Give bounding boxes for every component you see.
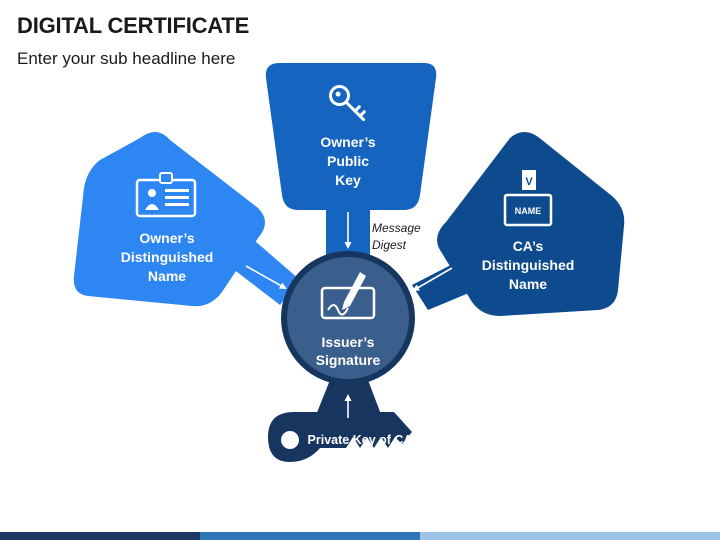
bottom-bar-light	[420, 532, 720, 540]
page-title: DIGITAL CERTIFICATE	[17, 13, 250, 38]
issuers-signature-node: Issuer’s Signature	[281, 251, 415, 385]
cas-distinguished-name-label-1: CA’s	[513, 238, 544, 254]
owners-distinguished-name-shape	[73, 131, 266, 307]
left-arrow	[245, 265, 287, 289]
page-subtitle: Enter your sub headline here	[17, 49, 236, 68]
name-badge-letter: V	[525, 176, 533, 188]
issuers-signature-label-1: Issuer’s	[322, 334, 375, 350]
owners-distinguished-name-node: Owner’s Distinguished Name	[73, 131, 266, 307]
owners-public-key-label-3: Key	[335, 172, 361, 188]
owners-public-key-label-1: Owner’s	[320, 134, 375, 150]
name-badge-icon: V NAME	[503, 170, 553, 227]
private-key-hole	[281, 431, 299, 449]
owners-public-key-node: Owner’s Public Key	[265, 63, 437, 210]
message-digest-label-2: Digest	[372, 238, 407, 252]
message-digest-label-1: Message	[372, 221, 421, 235]
owners-public-key-label-2: Public	[327, 153, 369, 169]
owners-distinguished-name-label-2: Distinguished	[121, 249, 214, 265]
signature-tablet-icon	[320, 272, 376, 320]
name-badge-text: NAME	[515, 206, 542, 216]
key-icon	[329, 85, 366, 122]
cas-distinguished-name-node: V NAME CA’s Distinguished Name	[437, 131, 625, 316]
owners-distinguished-name-label-3: Name	[148, 268, 186, 284]
owners-distinguished-name-label-1: Owner’s	[139, 230, 194, 246]
private-key-shape	[268, 412, 412, 462]
cas-distinguished-name-label-2: Distinguished	[482, 257, 575, 273]
bottom-bar-mid	[200, 532, 420, 540]
private-key-of-ca-node: Private Key of CA	[268, 412, 412, 462]
right-arrow	[412, 267, 453, 292]
flow-arrows	[245, 212, 453, 418]
bottom-color-bar	[0, 532, 720, 540]
owners-public-key-shape	[265, 63, 437, 210]
private-key-label: Private Key of CA	[308, 433, 413, 447]
id-card-icon	[135, 172, 197, 218]
cas-distinguished-name-label-3: Name	[509, 276, 547, 292]
issuers-signature-label-2: Signature	[316, 352, 381, 368]
bottom-bar-dark	[0, 532, 200, 540]
